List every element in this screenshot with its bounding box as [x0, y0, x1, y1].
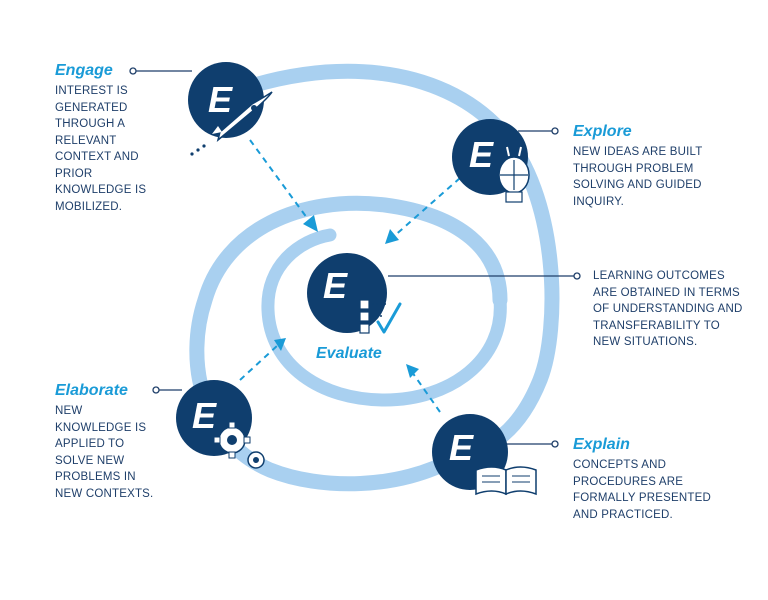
explain-badge-letter: E: [449, 427, 474, 468]
arrow-head-explore: [385, 229, 399, 244]
engage-description: INTEREST IS GENERATED THROUGH A RELEVANT…: [55, 85, 147, 213]
arrow-elaborate-to-center: [239, 344, 279, 381]
engage-badge-letter: E: [208, 79, 233, 120]
arrow-explain-to-center: [411, 371, 441, 413]
evaluate-badge-letter: E: [323, 265, 348, 306]
outer-ring-arc: [217, 63, 560, 463]
evaluate-description: LEARNING OUTCOMES ARE OBTAINED IN TERMS …: [593, 270, 743, 348]
elaborate-title: Elaborate: [55, 382, 128, 399]
connector-dot-evaluate: [573, 272, 581, 280]
arrow-head-elaborate: [274, 338, 286, 351]
connector-dot-explore: [551, 127, 559, 135]
elaborate-badge: E: [176, 380, 265, 469]
arrow-explore-to-center: [391, 177, 461, 239]
inner-ring-arc: [261, 228, 507, 407]
engage-badge: E: [188, 62, 273, 156]
arrow-head-engage: [303, 215, 318, 232]
label-connectors: [129, 67, 581, 448]
arrow-head-explain: [406, 364, 419, 378]
connector-dot-elaborate: [152, 386, 160, 394]
lightbulb-puzzle-icon: [498, 146, 530, 203]
explore-description: NEW IDEAS ARE BUILT THROUGH PROBLEM SOLV…: [573, 146, 703, 208]
explore-badge: E: [452, 119, 530, 203]
connector-dot-engage: [129, 67, 137, 75]
arrow-engage-to-center: [249, 139, 311, 223]
evaluate-badge: E: [307, 253, 402, 334]
engage-badge-circle: [188, 62, 264, 138]
explain-title: Explain: [573, 436, 630, 453]
middle-ring-arc: [189, 195, 508, 492]
dashed-arrows: [239, 139, 461, 413]
connector-dot-explain: [551, 440, 559, 448]
explore-badge-letter: E: [469, 134, 494, 175]
rocket-icon: [190, 91, 273, 156]
gears-icon: [213, 421, 265, 469]
engage-title: Engage: [55, 62, 113, 79]
spiral-rings: [189, 63, 560, 492]
explain-badge: E: [432, 414, 537, 496]
open-book-icon: [475, 466, 537, 496]
explain-description: CONCEPTS AND PROCEDURES ARE FORMALLY PRE…: [573, 459, 712, 521]
elaborate-description: NEW KNOWLEDGE IS APPLIED TO SOLVE NEW PR…: [55, 405, 154, 500]
explore-title: Explore: [573, 123, 632, 140]
checklist-icon: [359, 299, 402, 334]
elaborate-badge-letter: E: [192, 395, 217, 436]
evaluate-title: Evaluate: [316, 345, 382, 362]
arrow-heads: [274, 215, 419, 378]
